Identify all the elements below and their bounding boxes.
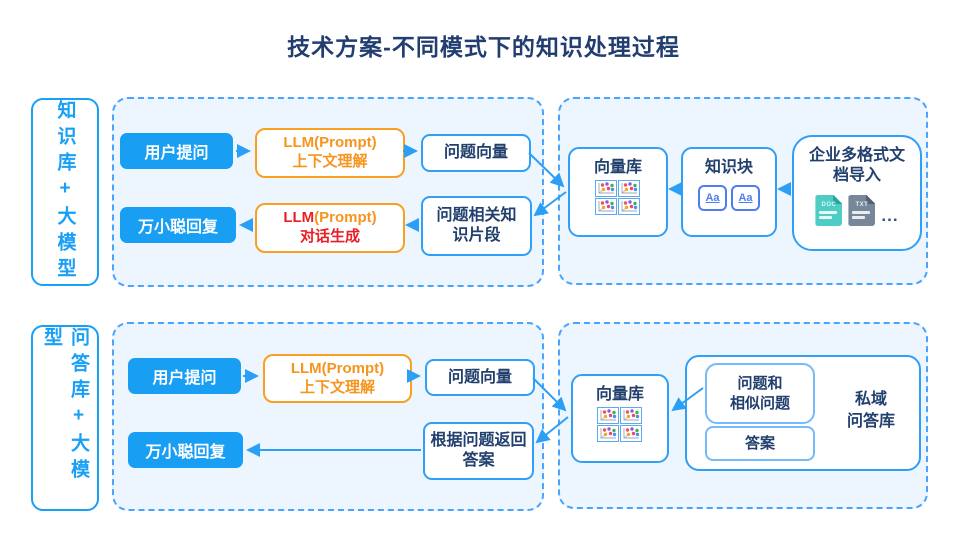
row1-flow-container bbox=[112, 97, 544, 287]
private-qa-label: 私域 问答库 bbox=[846, 390, 895, 430]
row2-reply-box: 万小聪回复 bbox=[128, 432, 243, 468]
row2-question-vector-box: 问题向量 bbox=[425, 359, 535, 396]
doc-file-icon: DOC bbox=[815, 195, 842, 226]
row1-related-knowledge-box: 问题相关知 识片段 bbox=[421, 196, 532, 256]
vector-db-title: 向量库 bbox=[595, 386, 644, 403]
row2-side-label: 问答库+大模型 bbox=[31, 325, 99, 511]
page-title: 技术方案-不同模式下的知识处理过程 bbox=[287, 34, 680, 60]
text-chunk-icon: Aa bbox=[731, 185, 760, 211]
vector-db-icon bbox=[597, 407, 643, 443]
more-docs-ellipsis: ... bbox=[881, 206, 899, 225]
row1-doc-import-box: 企业多格式文 档导入 DOC TXT ... bbox=[792, 135, 922, 251]
row2-user-ask-box: 用户提问 bbox=[128, 358, 241, 394]
qa-answer-box: 答案 bbox=[705, 426, 815, 461]
row1-user-ask-box: 用户提问 bbox=[120, 133, 233, 169]
row1-llm-generate-box: LLM(Prompt) 对话生成 bbox=[255, 203, 405, 253]
llm-understand-line1: LLM(Prompt) bbox=[290, 359, 385, 377]
llm-understand-line1: LLM(Prompt) bbox=[283, 134, 377, 152]
row1-side-label: 知识库+大模型 bbox=[31, 98, 99, 286]
row2-flow-container bbox=[112, 322, 544, 511]
row1-vector-db-box: 向量库 bbox=[568, 147, 668, 237]
qa-question-box: 问题和 相似问题 bbox=[705, 363, 815, 424]
row1-knowledge-chunk-box: 知识块 Aa Aa bbox=[681, 147, 777, 237]
row1-question-vector-box: 问题向量 bbox=[421, 134, 531, 172]
llm-generate-line2: 对话生成 bbox=[299, 228, 360, 245]
llm-understand-line2: 上下文理解 bbox=[292, 153, 368, 170]
row2-llm-understand-box: LLM(Prompt) 上下文理解 bbox=[263, 354, 412, 403]
row2-answer-return-box: 根据问题返回 答案 bbox=[423, 422, 534, 480]
llm-generate-line1: LLM(Prompt) bbox=[283, 209, 377, 227]
txt-file-icon: TXT bbox=[848, 195, 875, 226]
knowledge-chunk-title: 知识块 bbox=[704, 159, 753, 176]
vector-db-title: 向量库 bbox=[593, 159, 642, 176]
text-chunk-icon: Aa bbox=[698, 185, 727, 211]
row1-llm-understand-box: LLM(Prompt) 上下文理解 bbox=[255, 128, 405, 178]
row2-vector-db-box: 向量库 bbox=[571, 374, 669, 463]
vector-db-icon bbox=[595, 180, 641, 216]
llm-understand-line2: 上下文理解 bbox=[299, 378, 375, 396]
row1-reply-box: 万小聪回复 bbox=[120, 207, 236, 243]
doc-import-title: 企业多格式文 档导入 bbox=[808, 147, 905, 184]
